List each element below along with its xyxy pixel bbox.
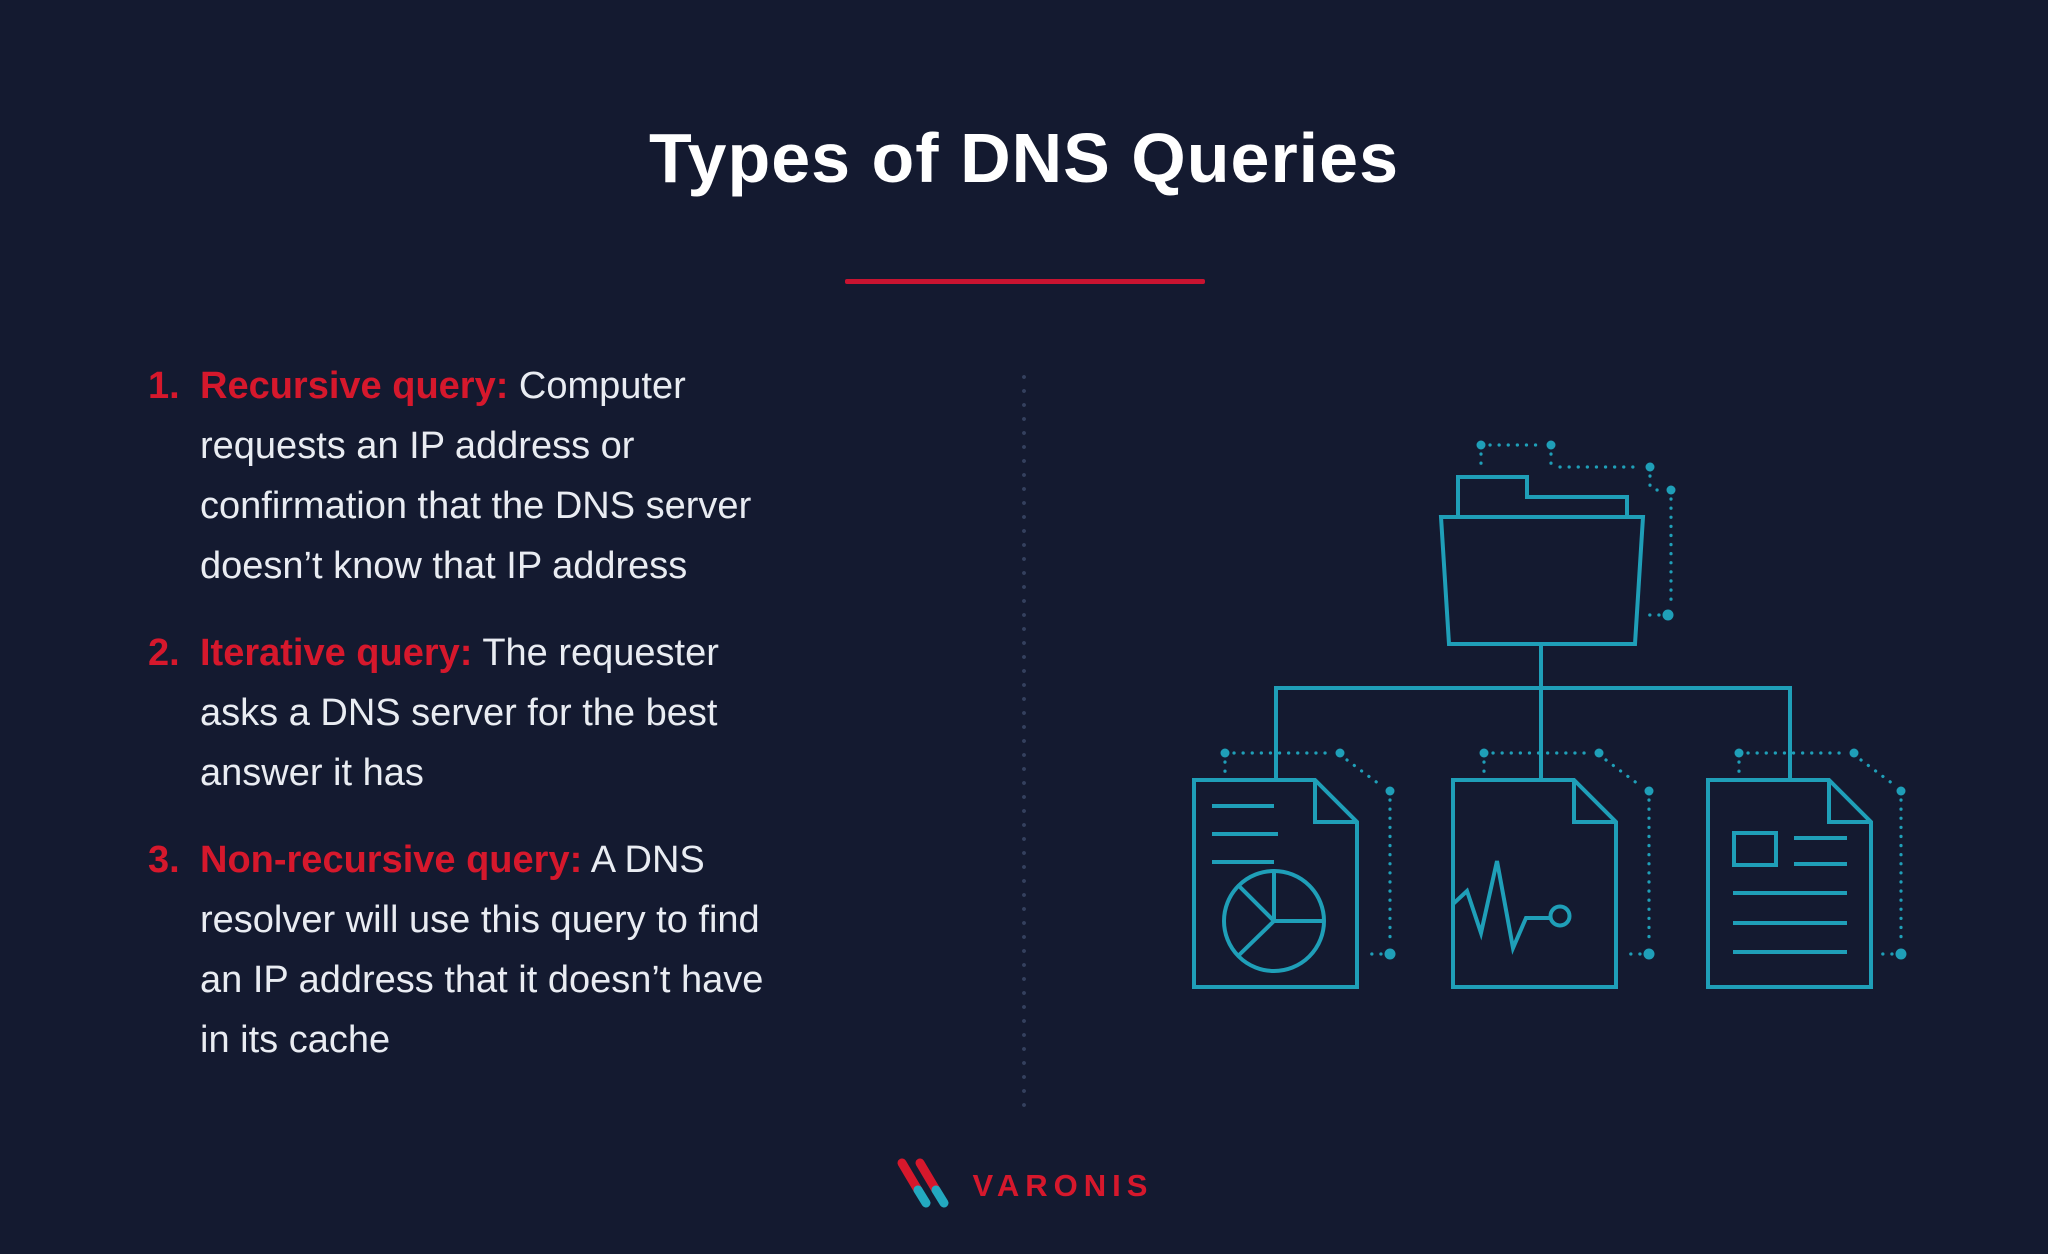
list-item: 1. Recursive query: Computer requests an… <box>148 356 948 596</box>
heartbeat-glyph <box>1451 860 1572 955</box>
list-item: 2. Iterative query: The requester asks a… <box>148 623 948 803</box>
report-document-icon <box>1192 748 1396 989</box>
varonis-wordmark: VARONIS <box>972 1168 1154 1203</box>
list-item-text: Non-recursive query: A DNS resolver will… <box>200 830 780 1070</box>
connector-lines <box>1274 644 1792 780</box>
list-item-number: 2. <box>148 632 180 674</box>
text-document-icon <box>1706 748 1907 989</box>
vertical-dotted-separator <box>1022 375 1026 1113</box>
list-item-text: Recursive query: Computer requests an IP… <box>200 356 780 596</box>
dns-query-list: 1. Recursive query: Computer requests an… <box>148 356 948 1097</box>
dns-hierarchy-illustration <box>1192 440 1907 989</box>
title-divider <box>845 279 1205 284</box>
list-item: 3. Non-recursive query: A DNS resolver w… <box>148 830 948 1070</box>
list-item-number: 1. <box>148 365 180 407</box>
varonis-logo: VARONIS <box>0 1148 2048 1218</box>
list-item-term: Non-recursive query: <box>200 839 583 881</box>
list-item-term: Recursive query: <box>200 365 509 407</box>
list-item-text: Iterative query: The requester asks a DN… <box>200 623 780 803</box>
list-item-description: Computer requests an IP address or confi… <box>200 365 752 587</box>
pulse-document-icon <box>1451 748 1655 989</box>
list-item-description: A DNS resolver will use this query to fi… <box>200 839 764 1061</box>
list-item-description: The requester asks a DNS server for the … <box>200 632 719 794</box>
pie-chart-glyph <box>1222 869 1326 973</box>
list-item-number: 3. <box>148 839 180 881</box>
varonis-logo-mark <box>897 1158 949 1208</box>
folder-icon <box>1438 440 1676 646</box>
list-item-term: Iterative query: <box>200 632 473 674</box>
page-title: Types of DNS Queries <box>648 119 1399 197</box>
